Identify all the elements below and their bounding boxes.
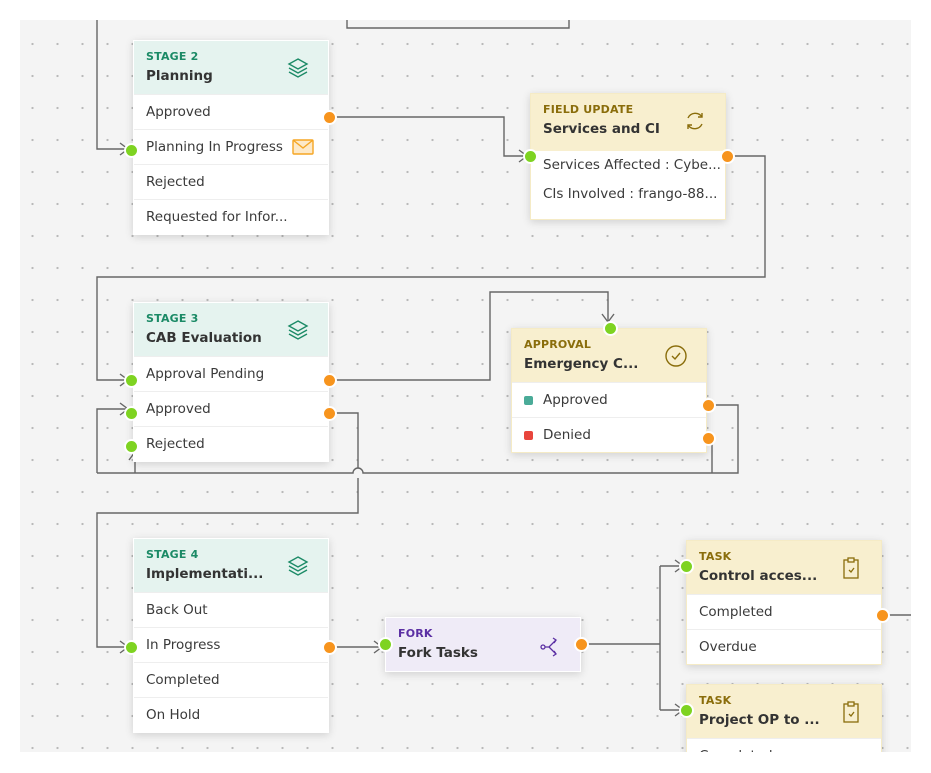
status-row[interactable]: Completed — [687, 594, 881, 629]
input-port[interactable] — [377, 636, 393, 652]
node-kind: TASK — [699, 550, 732, 563]
status-row[interactable]: Completed — [687, 738, 881, 752]
input-port[interactable] — [678, 558, 694, 574]
check-circle-icon — [665, 345, 687, 367]
output-port[interactable] — [321, 639, 337, 655]
stage3-node[interactable]: STAGE 3 CAB Evaluation Approval Pending … — [133, 302, 329, 462]
output-port[interactable] — [321, 372, 337, 388]
task1-node[interactable]: TASK Control acces... Completed Overdue — [686, 540, 882, 665]
approved-status-swatch — [524, 396, 533, 405]
node-title: Planning — [146, 68, 213, 84]
node-title: Project OP to ... — [699, 712, 820, 728]
node-kind: FORK — [398, 627, 433, 640]
status-row[interactable]: Approval Pending — [134, 356, 328, 391]
denied-status-swatch — [524, 431, 533, 440]
field-row[interactable]: Services Affected : Cybe... — [543, 157, 721, 173]
fork-icon — [540, 637, 557, 657]
layers-icon — [287, 58, 309, 78]
layers-icon — [287, 556, 309, 576]
task2-node[interactable]: TASK Project OP to ... Completed — [686, 684, 882, 752]
node-title: Services and CI — [543, 121, 660, 137]
node-kind: STAGE 2 — [146, 50, 199, 63]
task2-clip: TASK Project OP to ... Completed — [680, 670, 900, 752]
node-title: Fork Tasks — [398, 645, 478, 661]
status-row[interactable]: On Hold — [134, 697, 328, 732]
status-row[interactable]: Rejected — [134, 426, 328, 461]
fork-node[interactable]: FORK Fork Tasks — [385, 617, 581, 672]
node-kind: STAGE 4 — [146, 548, 199, 561]
input-port[interactable] — [123, 372, 139, 388]
envelope-icon[interactable] — [292, 139, 314, 155]
input-port[interactable] — [123, 438, 139, 454]
node-kind: FIELD UPDATE — [543, 103, 634, 116]
canvas-top-margin — [0, 0, 931, 20]
output-port[interactable] — [874, 607, 890, 623]
input-port[interactable] — [602, 320, 618, 336]
status-row[interactable]: Rejected — [134, 164, 328, 199]
layers-icon — [287, 320, 309, 340]
status-row[interactable]: Approved — [134, 391, 328, 426]
field-update-node[interactable]: FIELD UPDATE Services and CI Services Af… — [530, 93, 726, 220]
output-port[interactable] — [719, 148, 735, 164]
node-title: CAB Evaluation — [146, 330, 262, 346]
canvas-left-margin — [0, 0, 20, 773]
node-kind: APPROVAL — [524, 338, 592, 351]
input-port[interactable] — [123, 405, 139, 421]
approval-row-denied[interactable]: Denied — [512, 417, 706, 452]
clipboard-check-icon — [843, 701, 859, 723]
status-row[interactable]: Approved — [134, 94, 328, 129]
status-row[interactable]: In Progress — [134, 627, 328, 662]
output-port[interactable] — [700, 430, 716, 446]
stage4-node[interactable]: STAGE 4 Implementati... Back Out In Prog… — [133, 538, 329, 733]
input-port[interactable] — [123, 639, 139, 655]
node-title: Control acces... — [699, 568, 818, 584]
approval-node[interactable]: APPROVAL Emergency C... Approved Denied — [511, 328, 707, 453]
output-port[interactable] — [321, 109, 337, 125]
node-kind: STAGE 3 — [146, 312, 199, 325]
approval-row-approved[interactable]: Approved — [512, 382, 706, 417]
canvas-right-margin — [911, 0, 931, 773]
field-row[interactable]: CIs Involved : frango-88... — [543, 186, 718, 202]
canvas-bottom-margin — [0, 752, 931, 773]
refresh-icon — [687, 112, 703, 130]
status-row[interactable]: Back Out — [134, 592, 328, 627]
node-kind: TASK — [699, 694, 732, 707]
status-row[interactable]: Overdue — [687, 629, 881, 664]
row-label: Approved — [543, 392, 608, 408]
status-row[interactable]: Requested for Infor... — [134, 199, 328, 234]
stage2-node[interactable]: STAGE 2 Planning Approved Planning In Pr… — [133, 40, 329, 235]
row-label: Denied — [543, 427, 591, 443]
status-row[interactable]: Planning In Progress — [134, 129, 328, 164]
node-title: Implementati... — [146, 566, 264, 582]
status-row[interactable]: Completed — [134, 662, 328, 697]
output-port[interactable] — [321, 405, 337, 421]
input-port[interactable] — [123, 142, 139, 158]
clipboard-check-icon — [843, 557, 859, 579]
row-label: Planning In Progress — [146, 139, 283, 155]
input-port[interactable] — [522, 148, 538, 164]
output-port[interactable] — [700, 397, 716, 413]
node-title: Emergency C... — [524, 356, 639, 372]
input-port[interactable] — [678, 702, 694, 718]
output-port[interactable] — [573, 636, 589, 652]
